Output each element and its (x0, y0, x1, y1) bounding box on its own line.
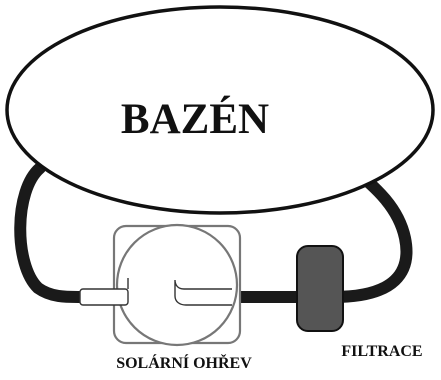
solar-inlet-tube (79, 288, 129, 306)
solar-panel-circle (115, 223, 239, 347)
pipe-filter-to-pool (328, 162, 413, 303)
return-pipe-left (14, 162, 90, 304)
pool-label: BAZÉN (120, 96, 270, 143)
solar-heating-label: SOLÁRNÍ OHŘEV (116, 355, 252, 372)
solar-outlet-tube (174, 279, 232, 306)
filter-body (296, 245, 344, 332)
pipes (14, 162, 413, 304)
pool-shape (5, 5, 435, 215)
solar-panel (79, 223, 242, 347)
filtration-label: FILTRACE (341, 343, 423, 360)
